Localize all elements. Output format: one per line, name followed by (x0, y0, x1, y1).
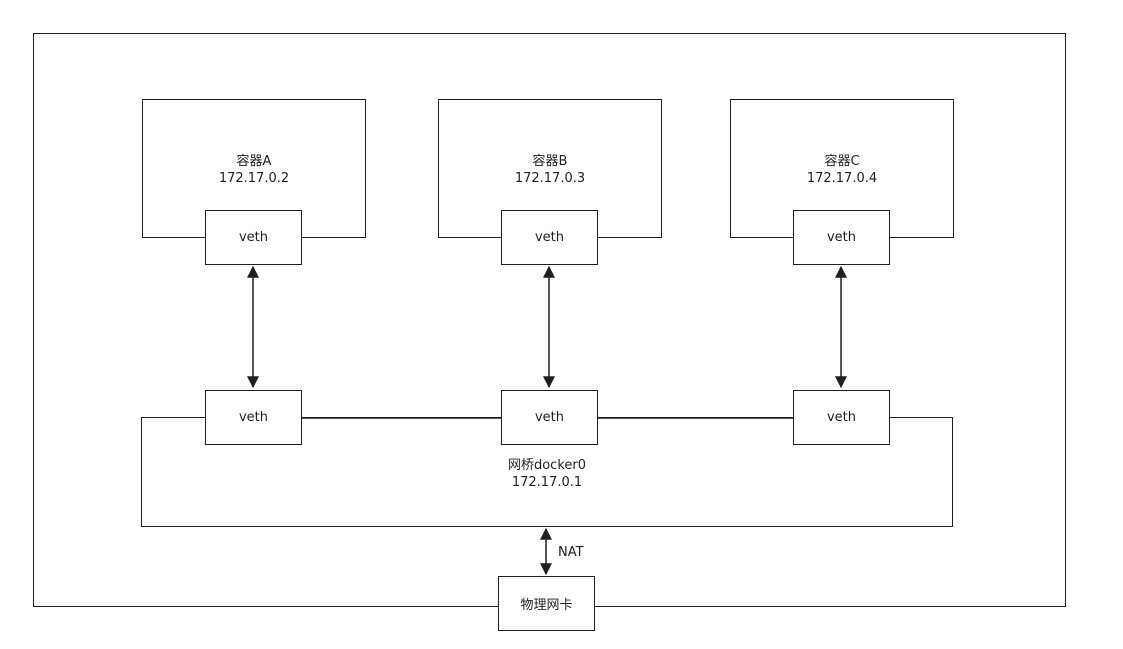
container-c-name: 容器C (824, 154, 860, 169)
bridge-veth-a: veth (205, 390, 302, 445)
container-b-veth: veth (501, 210, 598, 265)
container-a-name: 容器A (236, 154, 272, 169)
container-b-name: 容器B (532, 154, 568, 169)
container-a-ip: 172.17.0.2 (218, 171, 290, 186)
container-b-ip: 172.17.0.3 (514, 171, 586, 186)
container-c-veth: veth (793, 210, 890, 265)
bridge-veth-c: veth (793, 390, 890, 445)
bridge-veth-b: veth (501, 390, 598, 445)
container-a-veth: veth (205, 210, 302, 265)
nat-label: NAT (558, 545, 584, 560)
bridge-ip: 172.17.0.1 (511, 475, 583, 490)
physical-nic: 物理网卡 (498, 576, 595, 631)
container-c-ip: 172.17.0.4 (806, 171, 878, 186)
bridge-name: 网桥docker0 (507, 458, 587, 473)
